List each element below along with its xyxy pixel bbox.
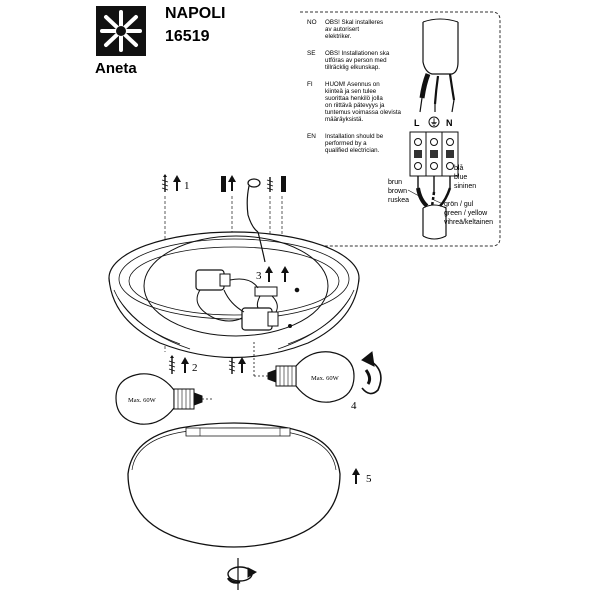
warning-line: qualified electrician.: [325, 147, 380, 154]
wire-label-line: brun: [388, 179, 402, 186]
wire-label-line: green / yellow: [444, 210, 488, 217]
terminal-live-label: L: [414, 118, 420, 128]
product-name: NAPOLI: [165, 5, 225, 22]
up-arrow-icon: [265, 266, 273, 282]
aneta-logo: Aneta: [95, 6, 146, 77]
screw-icon: [168, 355, 176, 374]
rotate-clockwise-icon: [361, 351, 382, 395]
up-arrow-icon: [352, 468, 360, 484]
wire-label-line: vihreä/keltainen: [444, 219, 493, 226]
wire-label-earth: grön / gul green / yellow vihreä/keltain…: [433, 199, 493, 226]
screw-icon: [266, 177, 274, 192]
warning-line: OBS! Installationen ska: [325, 50, 390, 57]
bulb-left-rating: Max. 60W: [128, 397, 157, 404]
wire-label-line: ruskea: [388, 197, 409, 204]
screw-icon: [414, 138, 454, 170]
wire-label-line: grön / gul: [444, 201, 474, 208]
wire-label-line: blue: [454, 174, 467, 181]
screw-icon: [228, 358, 236, 374]
up-arrow-icon: [238, 357, 246, 373]
warning-code: EN: [307, 133, 316, 140]
up-arrow-icon: [228, 175, 236, 191]
step-number-5: 5: [366, 473, 372, 485]
wire-label-line: sininen: [454, 183, 476, 190]
connector-block: [254, 286, 278, 297]
up-arrow-icon: [181, 357, 189, 373]
step-number-1: 1: [184, 180, 190, 192]
lamp-holders: [195, 231, 300, 331]
warning-line: elektriker.: [325, 33, 352, 40]
terminal-earth-label: ⏚: [430, 118, 438, 127]
warning-code: FI: [307, 81, 313, 88]
warning-line: määräyksistä.: [325, 116, 363, 123]
ceiling-base: [108, 231, 360, 359]
warning-no: NO OBS! Skal installeres av autorisert e…: [307, 19, 383, 40]
warnings-block: NO OBS! Skal installeres av autorisert e…: [307, 19, 402, 154]
step-number-2: 2: [192, 362, 198, 374]
warning-line: utföras av person med: [325, 57, 387, 64]
warning-line: av autorisert: [325, 26, 359, 33]
warning-en: EN Installation should be performed by a…: [307, 133, 384, 154]
brand-name: Aneta: [95, 60, 137, 77]
bulb-left: [115, 373, 214, 425]
terminal-block: L ⏚ N: [409, 116, 459, 177]
wire-label-brown: brun brown ruskea: [388, 179, 420, 204]
warning-fi: FI HUOM! Asennus on kiinteä ja sen tulee…: [307, 81, 402, 123]
wire-label-blue: blå blue sininen: [454, 164, 476, 190]
warning-code: NO: [307, 19, 317, 26]
warning-line: suorittaa henkilö jolla: [325, 95, 383, 102]
glass-shade: [127, 422, 341, 548]
warning-code: SE: [307, 50, 316, 57]
warning-line: on riittävä pätevyys ja: [325, 102, 385, 109]
warning-line: Installation should be: [325, 133, 384, 140]
wall-plug-icon: [221, 176, 226, 192]
product-number: 16519: [165, 28, 210, 45]
warning-line: HUOM! Asennus on: [325, 81, 380, 88]
warning-line: tillräcklig elkunskap.: [325, 64, 380, 71]
warning-line: kiinteä ja sen tulee: [325, 88, 377, 95]
wire-label-line: brown: [388, 188, 407, 195]
bulb-right: [253, 340, 355, 403]
screw-icon: [161, 174, 169, 192]
step-1-fixings: 1: [161, 174, 286, 233]
up-arrow-icon: [281, 266, 289, 282]
warning-line: performed by a: [325, 140, 367, 147]
lamp-cable: [416, 176, 452, 240]
step-2-fixings: 2: [168, 355, 246, 374]
wall-plug-icon: [281, 176, 286, 192]
step-number-4: 4: [351, 400, 357, 412]
step-number-3: 3: [256, 270, 262, 282]
mains-cable: [419, 18, 459, 113]
wiring-callout-box: [279, 11, 501, 247]
wire-label-line: blå: [454, 164, 463, 172]
warning-se: SE OBS! Installationen ska utföras av pe…: [307, 50, 390, 71]
terminal-neutral-label: N: [446, 118, 453, 128]
warning-line: tuntemus voimassa olevista: [325, 109, 402, 116]
up-arrow-icon: [173, 175, 181, 191]
bulb-right-rating: Max. 60W: [311, 375, 340, 382]
rotate-icon: [226, 558, 258, 590]
cable-entry-grommet-icon: [246, 178, 261, 233]
warning-line: OBS! Skal installeres: [325, 19, 383, 26]
